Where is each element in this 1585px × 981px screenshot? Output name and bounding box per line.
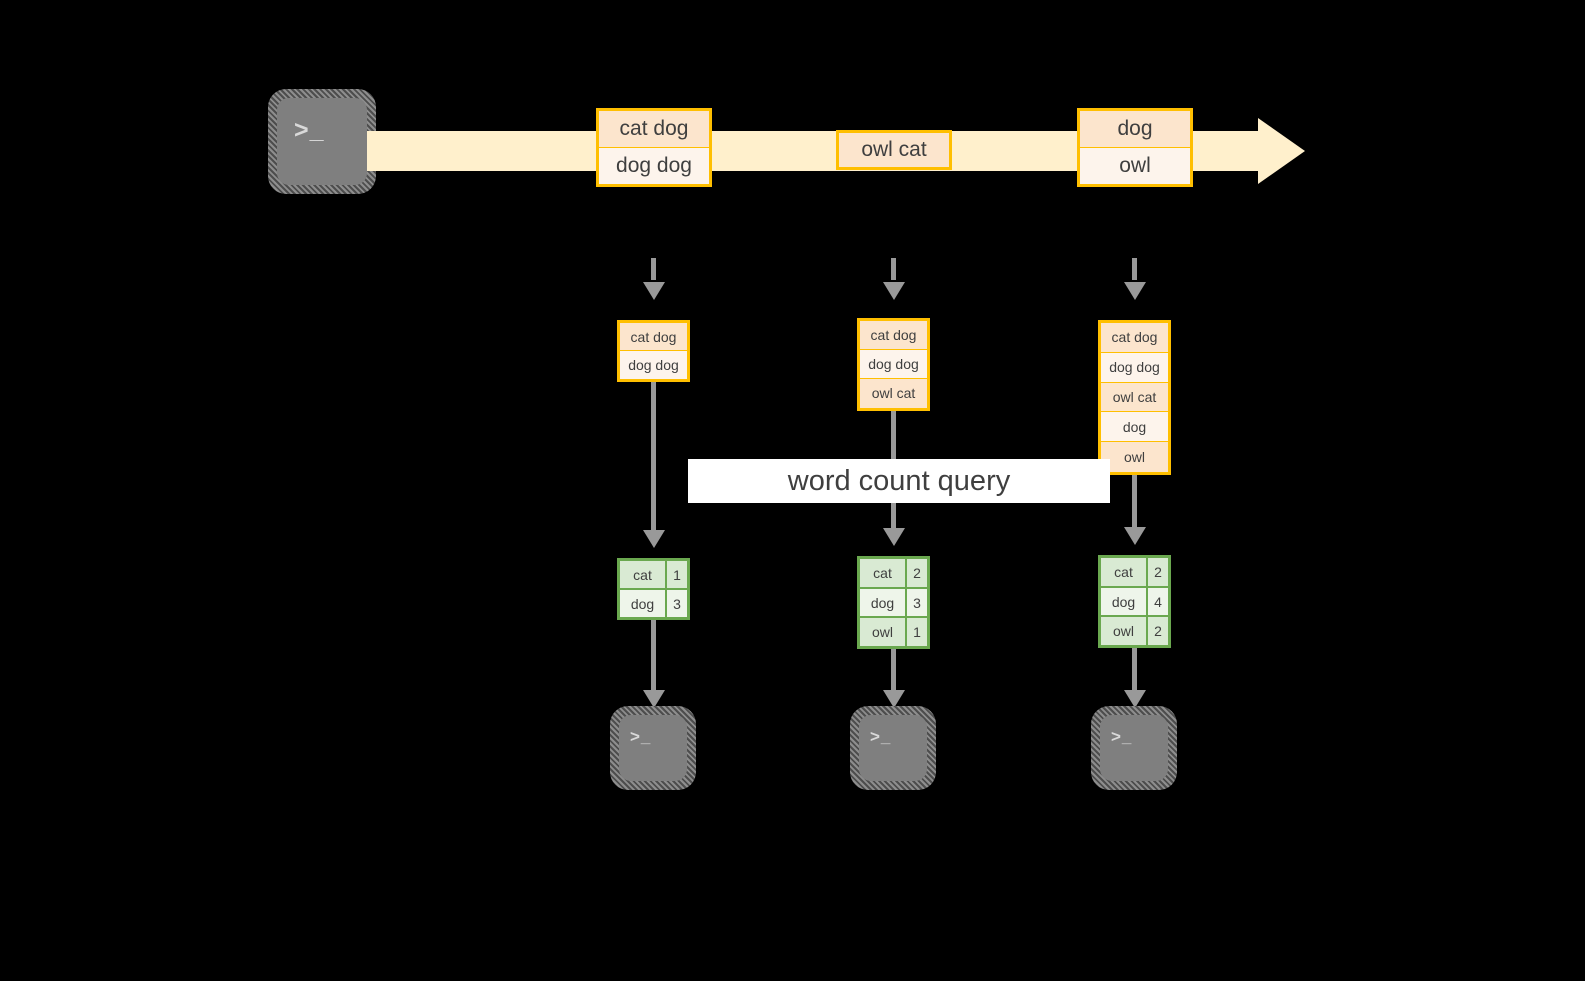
result-word: cat xyxy=(860,559,907,587)
state-to-result-arrowhead xyxy=(1124,527,1146,545)
stream-record: owl cat xyxy=(836,130,952,170)
stream-to-state-dash xyxy=(651,258,656,280)
result-to-sink-line xyxy=(1132,648,1137,693)
terminal-body xyxy=(1100,715,1168,781)
stream-to-state-dash xyxy=(1132,258,1137,280)
result-word: dog xyxy=(620,590,667,617)
state-to-result-line xyxy=(1132,475,1137,535)
result-word: owl xyxy=(860,618,907,647)
terminal-prompt-glyph: >_ xyxy=(1111,727,1133,746)
query-label: word count query xyxy=(688,459,1110,503)
result-row: owl 1 xyxy=(860,618,927,647)
accumulated-input-line: dog dog xyxy=(1101,352,1168,383)
result-row: cat 2 xyxy=(860,559,927,589)
accumulated-input-line: owl xyxy=(1101,442,1168,472)
result-to-sink-line xyxy=(891,649,896,693)
stream-record-line: owl cat xyxy=(839,133,949,167)
sink-terminal-icon: >_ xyxy=(850,706,936,790)
accumulated-input-line: owl cat xyxy=(1101,382,1168,413)
stream-record: dog owl xyxy=(1077,108,1193,187)
result-count: 4 xyxy=(1148,587,1168,616)
result-to-sink-arrowhead xyxy=(883,690,905,708)
result-word: cat xyxy=(620,561,667,588)
result-count: 3 xyxy=(907,588,927,617)
accumulated-input-line: dog xyxy=(1101,412,1168,443)
result-table: cat 1 dog 3 xyxy=(617,558,690,620)
result-count: 2 xyxy=(1148,558,1168,586)
result-row: dog 3 xyxy=(620,590,687,617)
sink-terminal-icon: >_ xyxy=(610,706,696,790)
stream-to-state-arrowhead xyxy=(643,282,665,300)
result-count: 2 xyxy=(1148,617,1168,646)
terminal-body xyxy=(859,715,927,781)
stream-arrow-head xyxy=(1258,118,1305,184)
accumulated-input-line: cat dog xyxy=(1101,323,1168,353)
sink-terminal-icon: >_ xyxy=(1091,706,1177,790)
result-word: dog xyxy=(860,588,907,617)
terminal-prompt-glyph: >_ xyxy=(294,116,325,144)
stream-record-line: cat dog xyxy=(599,111,709,148)
accumulated-input-box: cat dog dog dog owl cat dog owl xyxy=(1098,320,1171,475)
result-word: dog xyxy=(1101,587,1148,616)
accumulated-input-box: cat dog dog dog owl cat xyxy=(857,318,930,411)
accumulated-input-box: cat dog dog dog xyxy=(617,320,690,382)
accumulated-input-line: dog dog xyxy=(620,351,687,379)
stream-to-state-arrowhead xyxy=(1124,282,1146,300)
accumulated-input-line: dog dog xyxy=(860,349,927,379)
result-table: cat 2 dog 4 owl 2 xyxy=(1098,555,1171,648)
result-count: 2 xyxy=(907,559,927,587)
stream-to-state-dash xyxy=(891,258,896,280)
terminal-prompt-glyph: >_ xyxy=(870,727,892,746)
stream-to-state-arrowhead xyxy=(883,282,905,300)
result-to-sink-line xyxy=(651,620,656,693)
result-row: dog 4 xyxy=(1101,587,1168,618)
result-table: cat 2 dog 3 owl 1 xyxy=(857,556,930,649)
result-row: cat 1 xyxy=(620,561,687,590)
source-terminal-icon: >_ xyxy=(268,89,376,194)
terminal-body xyxy=(619,715,687,781)
accumulated-input-line: cat dog xyxy=(620,323,687,351)
result-to-sink-arrowhead xyxy=(1124,690,1146,708)
result-word: owl xyxy=(1101,617,1148,646)
result-count: 1 xyxy=(907,618,927,647)
result-row: dog 3 xyxy=(860,588,927,619)
state-to-result-arrowhead xyxy=(883,528,905,546)
stream-record: cat dog dog dog xyxy=(596,108,712,187)
stream-record-line: dog xyxy=(1080,111,1190,148)
stream-record-line: owl xyxy=(1080,147,1190,184)
stream-record-line: dog dog xyxy=(599,147,709,184)
state-to-result-line xyxy=(651,382,656,537)
result-count: 1 xyxy=(667,561,687,588)
state-to-result-arrowhead xyxy=(643,530,665,548)
result-row: owl 2 xyxy=(1101,617,1168,646)
result-word: cat xyxy=(1101,558,1148,586)
terminal-prompt-glyph: >_ xyxy=(630,727,652,746)
accumulated-input-line: owl cat xyxy=(860,378,927,408)
terminal-body xyxy=(277,98,367,185)
result-count: 3 xyxy=(667,590,687,617)
result-row: cat 2 xyxy=(1101,558,1168,588)
accumulated-input-line: cat dog xyxy=(860,321,927,350)
result-to-sink-arrowhead xyxy=(643,690,665,708)
